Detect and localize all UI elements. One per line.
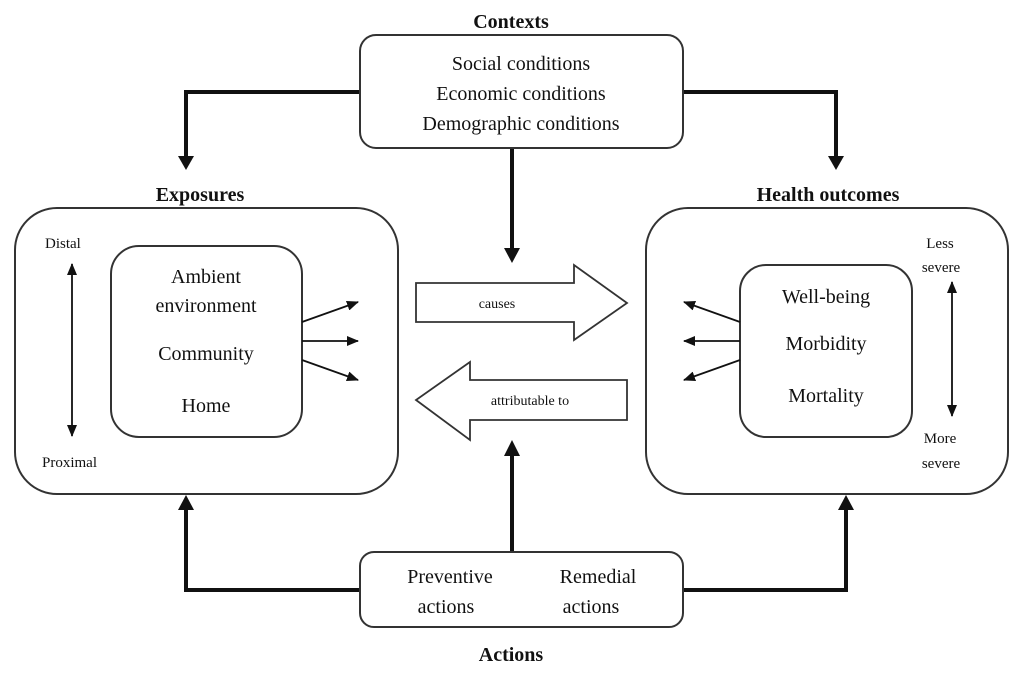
exposures-scale-distal: Distal xyxy=(45,236,81,252)
outcome-morbidity: Morbidity xyxy=(785,333,866,355)
context-to-outcomes-connector xyxy=(683,90,844,170)
actions-to-attributable-connector xyxy=(504,440,520,552)
outcomes-scale-more: More xyxy=(924,431,957,447)
actions-to-exposures-connector xyxy=(178,495,360,592)
outcome-well-being: Well-being xyxy=(782,286,870,308)
attributable-to-label: attributable to xyxy=(491,394,569,409)
exposures-scale-proximal: Proximal xyxy=(42,455,97,471)
outcomes-scale-less: Less xyxy=(926,236,954,252)
exposures-heading: Exposures xyxy=(156,184,245,206)
exposure-community: Community xyxy=(158,343,254,365)
exposures-fan-arrows xyxy=(301,300,359,382)
causes-label: causes xyxy=(479,297,516,312)
context-to-causes-connector xyxy=(504,148,520,263)
contexts-line-social: Social conditions xyxy=(452,53,591,75)
contexts-box xyxy=(359,34,684,149)
remedial-label: Remedial xyxy=(560,566,637,588)
preventive-label: Preventive xyxy=(407,566,493,588)
exposure-ambient: Ambient xyxy=(171,266,241,288)
health-outcomes-inner-box xyxy=(739,264,913,438)
contexts-heading: Contexts xyxy=(473,11,549,33)
contexts-line-demographic: Demographic conditions xyxy=(422,113,619,135)
health-outcomes-heading: Health outcomes xyxy=(757,184,900,206)
exposure-environment: environment xyxy=(155,295,257,317)
preventive-actions-label: actions xyxy=(418,596,475,618)
exposure-home: Home xyxy=(182,395,231,417)
outcomes-fan-arrows xyxy=(683,300,741,382)
causes-arrow: causes xyxy=(415,263,629,342)
actions-to-outcomes-connector xyxy=(683,495,854,592)
actions-heading: Actions xyxy=(479,644,544,666)
outcomes-scale-less-severe: severe xyxy=(922,260,961,276)
context-to-exposures-connector xyxy=(178,90,360,170)
outcome-mortality: Mortality xyxy=(788,385,864,407)
contexts-line-economic: Economic conditions xyxy=(436,83,606,105)
remedial-actions-label: actions xyxy=(563,596,620,618)
outcomes-scale-more-severe: severe xyxy=(922,456,961,472)
actions-box xyxy=(359,551,684,628)
attributable-to-arrow: attributable to xyxy=(414,360,628,442)
